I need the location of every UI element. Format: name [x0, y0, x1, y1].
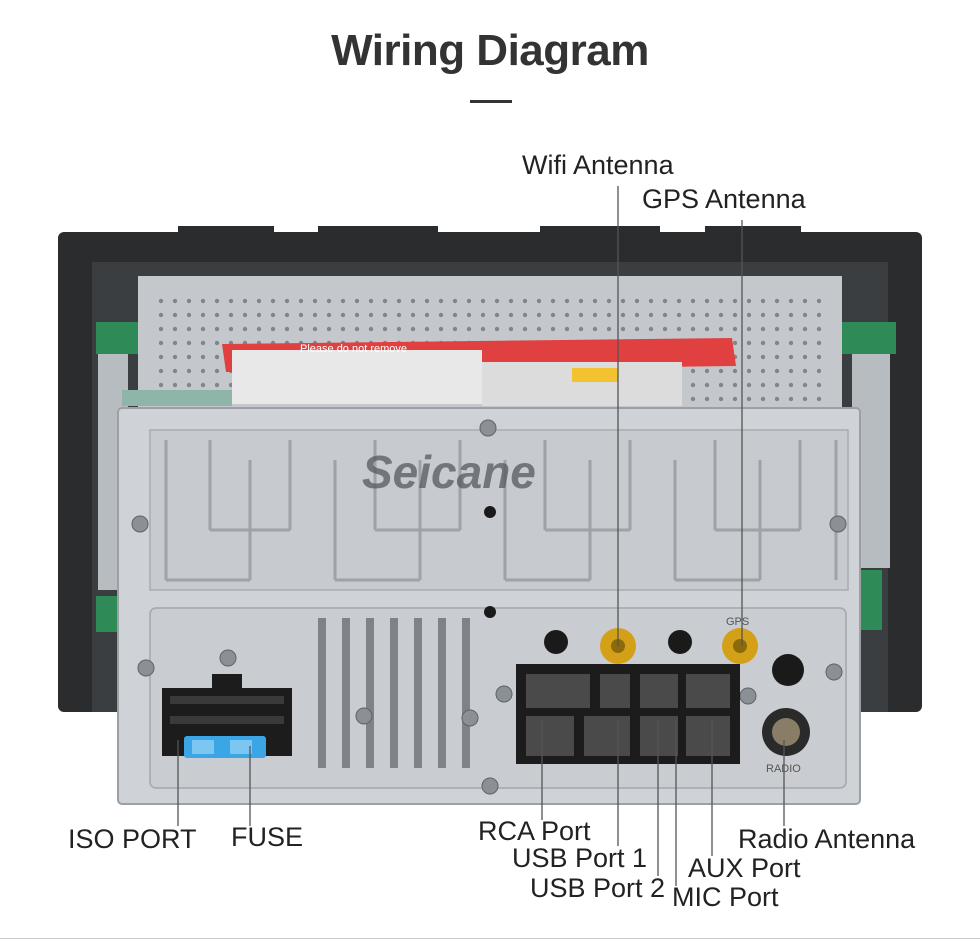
- screw-icon: [461, 709, 479, 727]
- leader-lines: [177, 186, 785, 886]
- label-gps-antenna: GPS Antenna: [642, 184, 806, 214]
- screw-icon: [479, 419, 497, 437]
- fuse-holder: [184, 736, 266, 758]
- label-aux-port: AUX Port: [688, 853, 801, 883]
- screw-icon: [739, 687, 757, 705]
- label-rca-port: RCA Port: [478, 816, 591, 846]
- watermark-logo: Seicane: [362, 446, 536, 498]
- label-usb-port-1: USB Port 1: [512, 843, 648, 873]
- label-iso-port: ISO PORT: [68, 824, 197, 854]
- bottom-divider: [0, 938, 980, 939]
- label-wifi-antenna: Wifi Antenna: [522, 150, 674, 180]
- screw-icon: [219, 649, 237, 667]
- gps-socket-text: GPS: [726, 616, 749, 628]
- gps-antenna-socket: GPS: [722, 616, 758, 664]
- label-mic-port: MIC Port: [672, 882, 779, 912]
- screw-icon: [495, 685, 513, 703]
- label-usb-port-2: USB Port 2: [530, 873, 666, 903]
- label-fuse: FUSE: [231, 822, 304, 852]
- screw-icon: [131, 515, 149, 533]
- screw-icon: [355, 707, 373, 725]
- warning-sticker: Please do not remove: [222, 338, 736, 406]
- label-radio-antenna: Radio Antenna: [738, 824, 916, 854]
- screw-icon: [137, 659, 155, 677]
- sticker-text: Please do not remove: [300, 343, 407, 355]
- cooling-vents: [318, 618, 470, 768]
- screw-icon: [825, 663, 843, 681]
- title-underline: [470, 100, 512, 103]
- page-title: Wiring Diagram: [331, 26, 649, 75]
- screw-icon: [481, 777, 499, 795]
- screw-icon: [829, 515, 847, 533]
- multi-port-connector-block: [516, 664, 740, 764]
